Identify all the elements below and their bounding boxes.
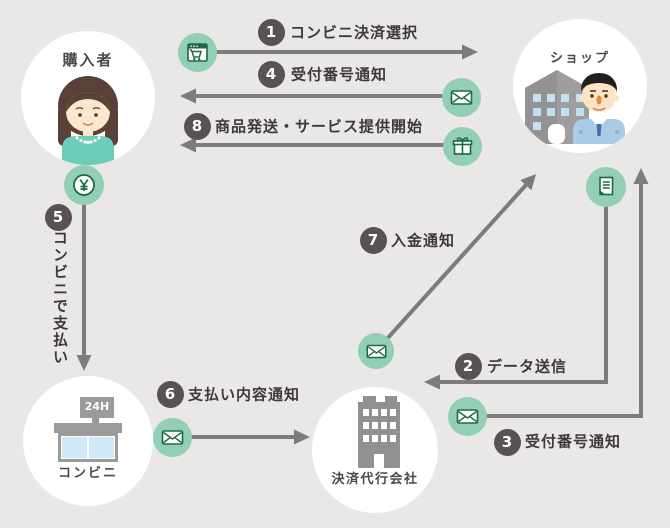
arrow-step3 [467, 182, 643, 418]
konbini-label: コンビニ [57, 466, 118, 481]
label-step3: 受付番号通知 [525, 432, 622, 451]
actor-agency: 決済代行会社 [312, 387, 438, 513]
badge-step4: 4 [257, 60, 285, 88]
badge-step6: 6 [156, 380, 184, 408]
actor-shop: ショップ [513, 19, 647, 153]
arrow-step7 [374, 183, 528, 353]
actor-buyer: 購入者 [21, 31, 155, 165]
badge-step2: 2 [454, 352, 482, 380]
convenience-store-icon [54, 397, 122, 462]
arrowhead-step6 [294, 429, 310, 445]
label-step1: コンビニ決済選択 [290, 23, 419, 42]
store-24h-sign: 24H [84, 400, 110, 413]
label-step6: 支払い内容通知 [188, 385, 301, 404]
arrowhead-step5 [76, 355, 92, 371]
arrowhead-step2 [424, 374, 440, 390]
label-step4: 受付番号通知 [291, 65, 388, 84]
document-icon [586, 167, 626, 207]
badge-step5: 5 [44, 203, 72, 231]
arrowhead-step1 [462, 44, 478, 60]
mail-icon-step4 [441, 77, 481, 117]
badge-step8: 8 [183, 112, 211, 140]
label-step5: コンビニで支払い [51, 230, 69, 366]
arrowhead-step8 [180, 137, 196, 153]
arrowhead-step3 [633, 168, 649, 184]
gift-icon [442, 126, 482, 166]
badge-step7: 7 [359, 226, 387, 254]
mail-icon-step6 [152, 417, 192, 457]
agency-label: 決済代行会社 [331, 472, 419, 487]
arrow-step2 [438, 190, 608, 384]
label-step2: データ送信 [487, 357, 568, 376]
shop-building-clerk-icon [525, 70, 625, 144]
woman-avatar-icon [58, 76, 118, 165]
shop-label: ショップ [549, 51, 610, 66]
actor-konbini: 24H コンビニ [23, 376, 153, 506]
yen-icon [64, 165, 104, 205]
label-step8: 商品発送・サービス提供開始 [215, 117, 424, 136]
badge-step1: 1 [257, 18, 285, 46]
badge-step3: 3 [493, 428, 521, 456]
buyer-label: 購入者 [62, 51, 114, 69]
office-building-icon [358, 396, 400, 468]
mail-icon-step3 [447, 396, 487, 436]
label-step7: 入金通知 [391, 231, 456, 250]
arrowhead-step4 [180, 88, 196, 104]
arrowhead-step7 [520, 174, 536, 191]
online-cart-icon [178, 33, 217, 72]
mail-icon-step7 [358, 333, 394, 369]
